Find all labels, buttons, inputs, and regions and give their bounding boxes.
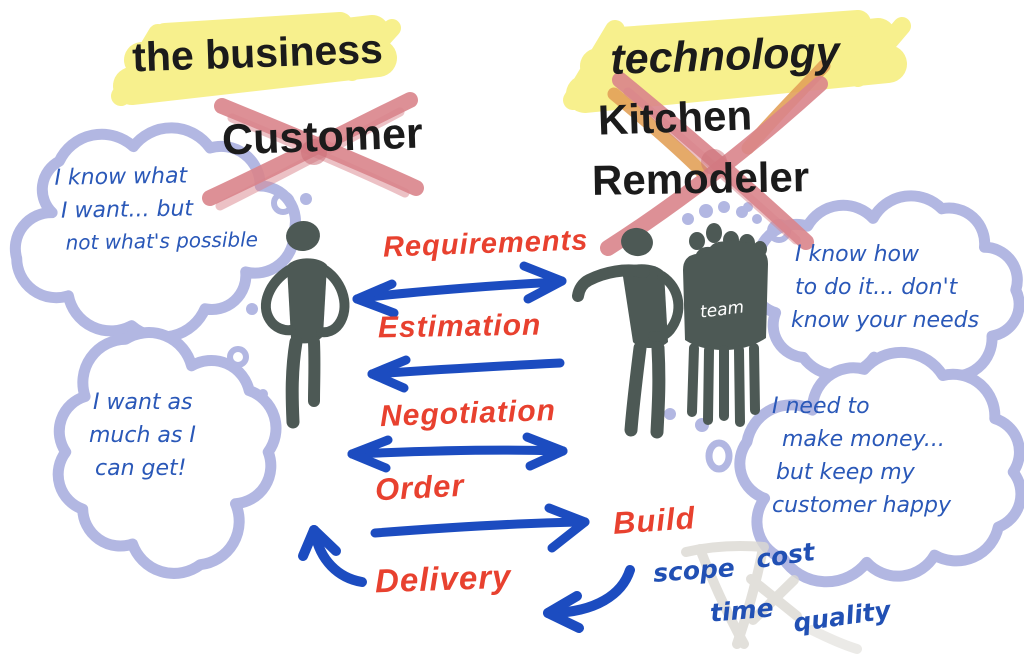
label-remodeler-crossed: Remodeler <box>591 153 810 204</box>
title-the-business: the business <box>131 25 384 81</box>
step-estimation: Estimation <box>377 308 542 345</box>
step-order: Order <box>374 467 466 508</box>
constraint-scope: scope <box>652 553 736 588</box>
step-delivery: Delivery <box>374 557 513 600</box>
label-customer-crossed: Customer <box>221 109 424 165</box>
constraint-time: time <box>708 593 775 628</box>
bubble-line: much as I <box>89 423 196 448</box>
estimation-arrow <box>367 355 565 393</box>
bubble-text-top-right: I know how to do it... don't know your n… <box>791 238 979 337</box>
bubble-line: not what's possible <box>65 227 259 255</box>
bubble-line: but keep my <box>776 460 915 485</box>
bubble-line: can get! <box>95 456 187 481</box>
thought-bubble-bottom-right <box>734 346 1024 588</box>
step-negotiation: Negotiation <box>379 393 557 434</box>
bubble-text-bottom-left: I want as much as I can get! <box>89 386 196 485</box>
bubble-text-top-left: I know what I want... but not what's pos… <box>54 158 258 258</box>
delivery-return-arrow <box>298 525 367 587</box>
build-to-delivery-arrow <box>543 565 635 633</box>
negotiation-arrow <box>347 432 568 473</box>
customer-figure <box>261 220 350 429</box>
bubble-line: to do it... don't <box>795 275 958 300</box>
title-technology: technology <box>609 28 841 84</box>
remodeler-figure <box>572 227 684 439</box>
team-figure <box>683 223 768 427</box>
label-kitchen-crossed: Kitchen <box>597 91 753 144</box>
bubble-line: I need to <box>772 394 870 419</box>
bubble-line: I want... but <box>60 196 194 224</box>
customer-cross-out <box>202 92 424 211</box>
highlight-left <box>111 12 401 106</box>
bubble-line: make money... <box>782 427 945 452</box>
bubble-line: I want as <box>93 390 193 415</box>
bubble-line: customer happy <box>772 493 951 518</box>
bubble-line: I know what <box>54 163 188 191</box>
bubble-line: I know how <box>795 242 920 267</box>
bubble-line: know your needs <box>791 308 980 333</box>
bubble-text-bottom-right: I need to make money... but keep my cust… <box>772 390 951 522</box>
requirements-arrow <box>352 261 567 318</box>
thought-bubble-bottom-left <box>52 327 282 579</box>
thought-bubble-top-left <box>9 122 301 343</box>
order-arrow <box>370 503 590 553</box>
step-build: Build <box>611 500 697 541</box>
iron-triangle-sketch <box>681 541 862 654</box>
